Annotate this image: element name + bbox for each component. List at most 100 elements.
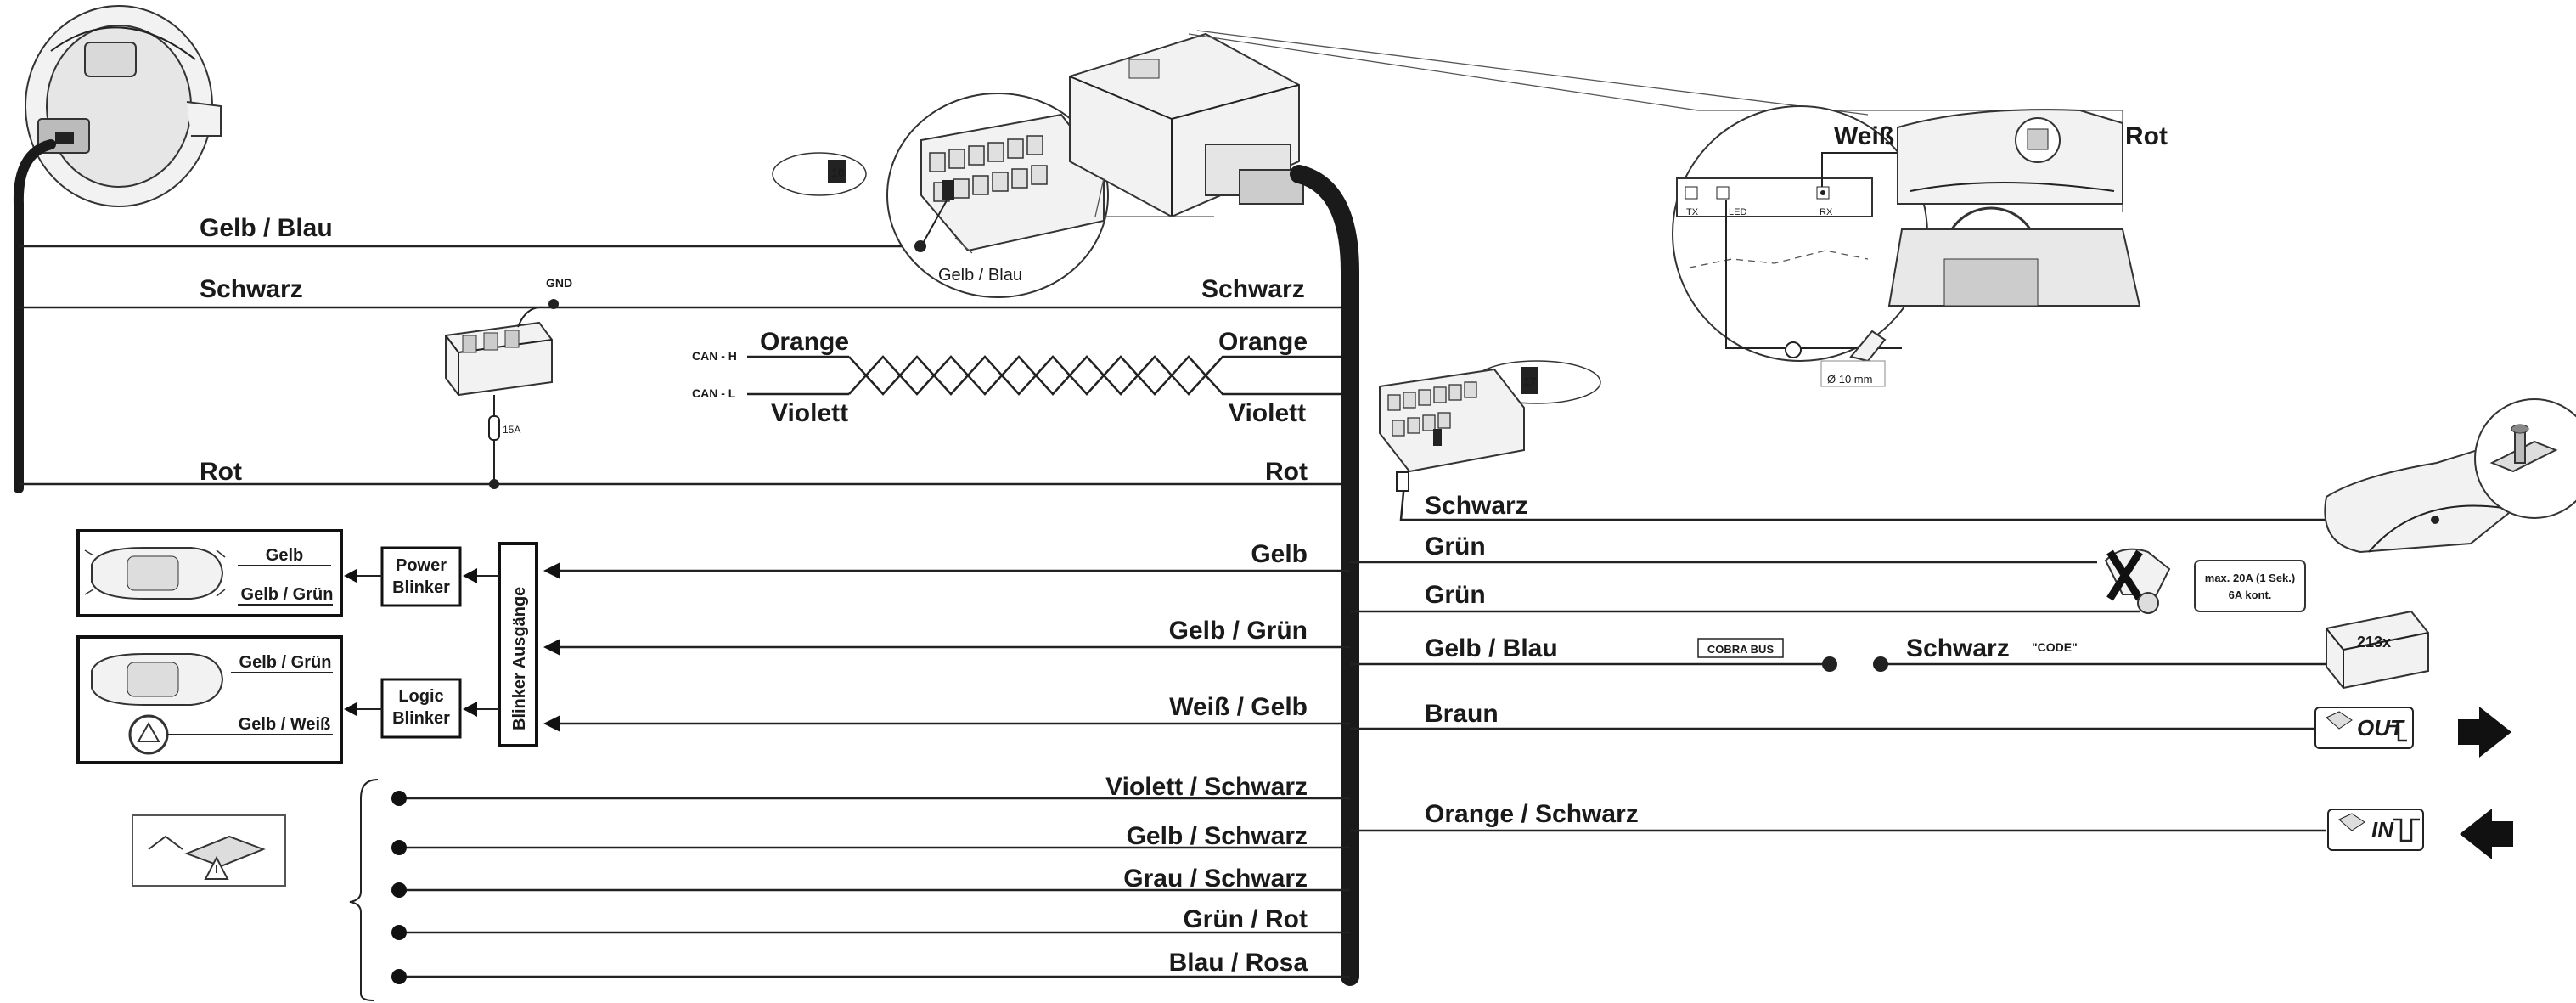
label-gelb-blau-right: Gelb / Blau [1425, 634, 1558, 662]
spare-end-blau-rosa [391, 969, 407, 984]
left-harness [13, 139, 56, 493]
label-logic-1: Logic [398, 687, 443, 706]
label-schwarz-ground: Schwarz [1425, 492, 1528, 520]
arrow-gelb-gruen-icon [543, 639, 560, 656]
label-violett-right: Violett [1229, 399, 1306, 427]
spare-end-violett-schwarz [391, 791, 407, 806]
label-blinker-ausgaenge: Blinker Ausgänge [510, 587, 529, 730]
label-led: LED [1729, 207, 1746, 217]
label-orange-right: Orange [1218, 328, 1308, 356]
ground-bolt-zoom [2474, 398, 2576, 519]
connector-zoom-circle [886, 93, 1109, 298]
car-top-view-icon-2 [91, 653, 224, 706]
blinker-outputs-box [498, 542, 538, 747]
led-bulb [1785, 341, 1802, 358]
label-code: "CODE" [2032, 640, 2078, 654]
label-pin-17: 17 [1523, 375, 1537, 388]
label-rx: RX [1820, 207, 1833, 217]
led-housing [1849, 330, 1887, 363]
arrow-logic-car-icon [344, 702, 357, 716]
label-relay-line2: 6A kont. [2229, 589, 2272, 601]
label-car1-gelb: Gelb [266, 546, 303, 565]
label-gelb: Gelb [1251, 540, 1308, 568]
label-gelb-blau: Gelb / Blau [200, 214, 333, 242]
label-grau-schwarz: Grau / Schwarz [1123, 865, 1308, 893]
ground-terminal [1396, 471, 1409, 492]
label-gruen-rot: Grün / Rot [1183, 905, 1308, 933]
cobra-bus-box [1697, 638, 1784, 658]
label-rot: Rot [200, 458, 242, 486]
label-gruen-2: Grün [1425, 581, 1486, 609]
warning-plate-icon [132, 814, 286, 887]
spare-end-grau-schwarz [391, 882, 407, 898]
label-violett-left: Violett [771, 399, 848, 427]
drill-box [1820, 360, 1886, 387]
label-braun: Braun [1425, 700, 1499, 728]
label-can-l: CAN - L [692, 386, 736, 400]
label-gelb-gruen: Gelb / Grün [1169, 617, 1308, 645]
pin-detail-bubble [772, 152, 867, 196]
zoom-line-4 [1196, 30, 1869, 116]
label-schwarz-right: Schwarz [1201, 275, 1305, 303]
label-cobra-bus: COBRA BUS [1707, 643, 1775, 656]
label-blau-rosa: Blau / Rosa [1169, 949, 1308, 977]
label-power-2: Blinker [392, 578, 450, 597]
label-schwarz: Schwarz [200, 275, 303, 303]
label-weiss-gelb: Weiß / Gelb [1169, 693, 1308, 721]
arrow-gelb-icon [543, 562, 560, 579]
arrow-power-icon [463, 568, 477, 583]
siren-device [25, 5, 222, 207]
out-arrow-icon [2458, 707, 2511, 758]
label-schwarz-code: Schwarz [1906, 634, 2010, 662]
fuse-icon [488, 415, 500, 441]
label-fuse: 15A [503, 424, 520, 436]
main-harness [1290, 165, 1359, 986]
label-car1-gelb-gruen: Gelb / Grün [241, 585, 334, 604]
relay-note-box [2194, 560, 2306, 612]
label-in: IN [2371, 817, 2394, 842]
wire-led-cable [1725, 200, 1902, 349]
immobilizer-icon [2104, 548, 2171, 614]
led-panel-zoom [1672, 105, 2123, 362]
spare-wires-bracket [349, 779, 379, 1001]
zoom-line-1 [1094, 177, 1105, 217]
hazard-triangle-icon [137, 721, 160, 742]
hazard-button-icon [128, 714, 169, 755]
twisted-pair-a [848, 355, 1350, 396]
label-violett-schwarz: Violett / Schwarz [1105, 773, 1308, 801]
label-out: OUT [2357, 715, 2405, 741]
spare-end-gelb-schwarz [391, 840, 407, 855]
label-rot-led: Rot [2125, 122, 2168, 150]
label-car2-gelb-gruen: Gelb / Grün [239, 653, 332, 672]
gnd-terminal [548, 299, 559, 309]
label-213x: 213x [2357, 634, 2391, 651]
ground-bolt-dot [2431, 516, 2439, 524]
label-orange-left: Orange [760, 328, 849, 356]
label-car2-gelb-weiss: Gelb / Weiß [239, 715, 331, 734]
logic-blinker-box [380, 678, 462, 739]
label-orange-schwarz: Orange / Schwarz [1425, 800, 1639, 828]
in-arrow-icon [2460, 809, 2513, 859]
label-gruen-1: Grün [1425, 532, 1486, 561]
module-213x [2326, 610, 2429, 690]
label-weiss: Weiß [1834, 122, 1894, 150]
connector-label-arrow [954, 237, 973, 254]
label-can-h: CAN - H [692, 349, 737, 363]
zoom-line-3 [1188, 33, 1699, 111]
label-power-1: Power [396, 556, 447, 575]
pin17-marker [1521, 367, 1538, 394]
battery-icon [445, 306, 553, 397]
pin-detail-marker [828, 160, 846, 183]
label-connector-gelb-blau: Gelb / Blau [938, 266, 1022, 285]
arrow-weiss-gelb-icon [543, 715, 560, 732]
arrow-logic-icon [463, 702, 477, 717]
label-hole-size: Ø 10 mm [1827, 373, 1872, 386]
fuse-junction [489, 479, 499, 489]
power-blinker-box [380, 546, 462, 607]
label-rot-right: Rot [1265, 458, 1308, 486]
control-unit [1069, 32, 1304, 218]
label-gnd: GND [546, 276, 572, 290]
out-box [2314, 707, 2414, 749]
